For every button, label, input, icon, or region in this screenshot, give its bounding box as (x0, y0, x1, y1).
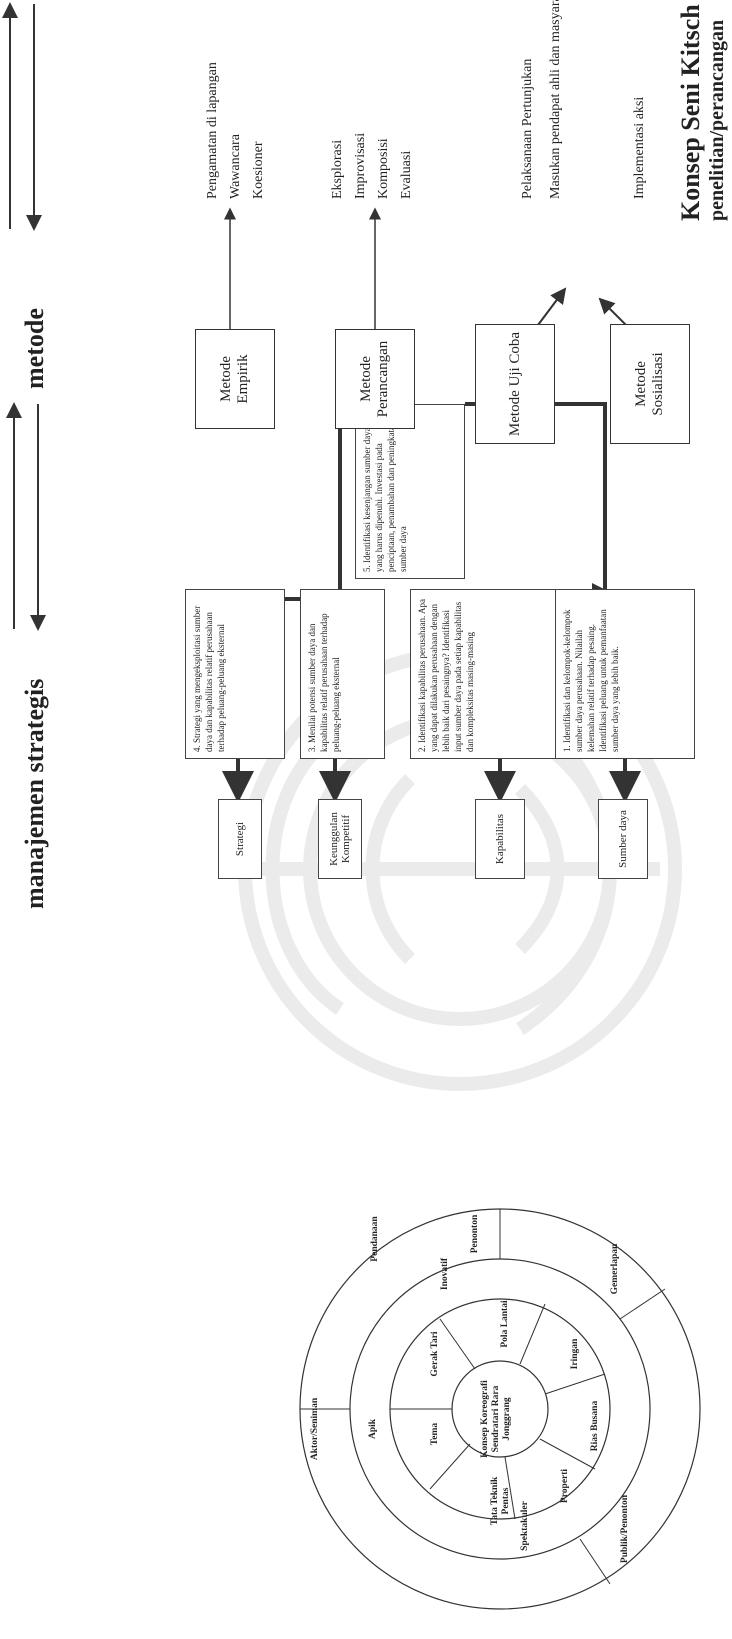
wheel-inner-5: Properti (560, 1468, 570, 1504)
method-item-1-2: Komposisi (376, 138, 391, 199)
wheel-inner-0: Tema (430, 1422, 440, 1446)
node-sumber-daya: Sumber daya (598, 799, 648, 879)
method-item-1-3: Evaluasi (399, 150, 414, 199)
method-item-2-0: Pelaksanaan Pertunjukan (520, 58, 535, 199)
loop-strategi (240, 399, 342, 601)
wheel-inner-6: Tata Teknik Pentas (490, 1476, 511, 1526)
wheel-middle-1: Inovatif (440, 1257, 450, 1291)
gap-identification: 5. Identifikasi kesenjangan sumber daya … (355, 404, 465, 579)
wheel-middle-2: Spektakuler (520, 1501, 530, 1551)
method-item-0-0: Pengamatan di lapangan (205, 62, 220, 199)
method-item-0-2: Koesioner (251, 141, 266, 199)
wheel-outer-2: Penonton (470, 1214, 480, 1254)
wheel-outer-1: Pendanaan (370, 1216, 380, 1262)
method-item-3-0: Implementasi aksi (632, 96, 647, 199)
node-keunggulan: Keunggulan Kompetitif (318, 799, 362, 879)
wheel-center: Konsep Koreografi Sendratari Rara Jonggr… (480, 1380, 512, 1458)
method-item-0-1: Wawancara (228, 134, 243, 199)
strategy-step-1: 1. Identifikasi dan kelompok-kelompok su… (555, 589, 695, 759)
concept-wheel (299, 1208, 701, 1610)
node-kapabilitas: Kapabilitas (475, 799, 525, 879)
wheel-inner-4: Rias Busana (590, 1400, 600, 1452)
wheel-inner-1: Gerak Tari (430, 1331, 440, 1377)
strategy-step-4: 4. Strategi yang mengeksploitasi sumber … (185, 589, 285, 759)
method-item-1-1: Improvisasi (353, 132, 368, 199)
method-sosialisasi: Metode Sosialisasi (610, 324, 690, 444)
method-item-2-1: Masukan pendapat ahli dan masyarakat Wis… (548, 0, 563, 199)
node-strategi: Strategi (218, 799, 262, 879)
wheel-middle-0: Apik (368, 1418, 378, 1440)
wheel-outer-3: Gemerlapan (610, 1243, 620, 1295)
method-perancangan: Metode Perancangan (335, 329, 415, 429)
wheel-outer-4: Publik/Penonton (620, 1494, 630, 1564)
wheel-outer-0: Aktor/Seniman (310, 1397, 320, 1461)
method-item-1-0: Eksplorasi (330, 139, 345, 199)
wheel-inner-3: Iringan (570, 1338, 580, 1370)
wheel-inner-2: Pola Lantai (500, 1300, 510, 1348)
strategy-step-3: 3. Menilai potensi sumber daya dan kapab… (300, 589, 385, 759)
method-empirik: Metode Empirik (195, 329, 275, 429)
method-ujicoba: Metode Uji Coba (475, 324, 555, 444)
